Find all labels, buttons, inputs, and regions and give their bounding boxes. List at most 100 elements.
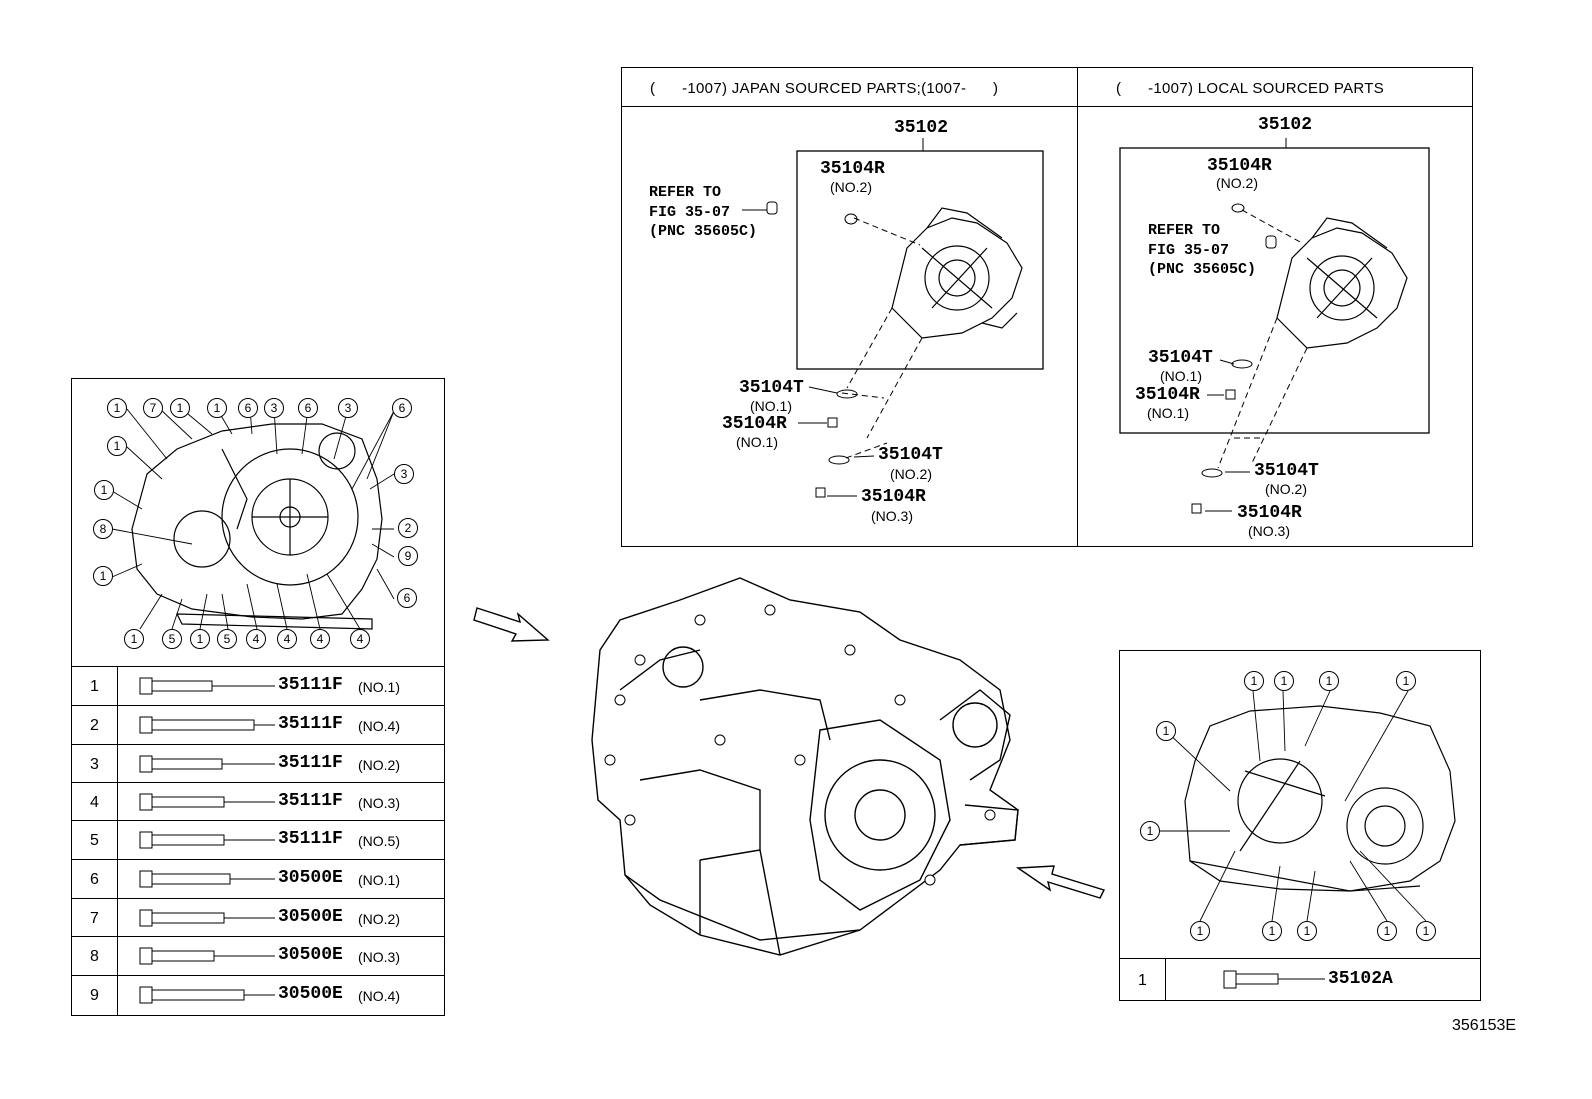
- callout-1: 1: [207, 398, 227, 418]
- part-number: 35111F: [278, 675, 343, 695]
- right-part-35104R-no2: 35104R: [1207, 156, 1272, 176]
- callout-1: 1: [190, 629, 210, 649]
- callout-1: 1: [1190, 921, 1210, 941]
- row-number: 7: [90, 910, 99, 927]
- part-sub: (NO.1): [358, 872, 400, 888]
- left-refer-line2: FIG 35-07: [649, 204, 731, 221]
- callout-1: 1: [1156, 721, 1176, 741]
- callout-4: 4: [310, 629, 330, 649]
- callout-1: 1: [1416, 921, 1436, 941]
- top-panel-header-divider: [622, 106, 1472, 107]
- part-number: 35111F: [278, 714, 343, 734]
- part-number: 30500E: [278, 984, 343, 1004]
- bolt-row: 5 35111F (NO.5): [72, 820, 444, 859]
- top-parts-panel: ( -1007) JAPAN SOURCED PARTS;(1007- ) ( …: [621, 67, 1473, 547]
- callout-1: 1: [1297, 921, 1317, 941]
- figure-id: 356153E: [1452, 1017, 1517, 1034]
- part-sub: (NO.5): [358, 833, 400, 849]
- left-part-35104T-no2: 35104T: [878, 445, 943, 465]
- top-panel-column-divider: [1077, 68, 1078, 546]
- bolt-icon: [139, 755, 275, 773]
- right-part-35104R-no2-sub: (NO.2): [1216, 175, 1258, 191]
- left-assembly-label: 35102: [894, 118, 949, 138]
- bolt-row: 4 35111F (NO.3): [72, 782, 444, 820]
- callout-3: 3: [264, 398, 284, 418]
- left-part-35104T-no1: 35104T: [739, 378, 804, 398]
- callout-5: 5: [162, 629, 182, 649]
- left-bolt-panel: 1 7 1 1 6 3 6 3 6 1 1 8 1 3 2 9 6 1 5 1 …: [71, 378, 445, 1016]
- callout-1: 1: [94, 480, 114, 500]
- callout-1: 1: [124, 629, 144, 649]
- bolt-icon: [139, 870, 275, 888]
- left-part-35104T-no2-sub: (NO.2): [890, 466, 932, 482]
- right-refer-line2: FIG 35-07: [1148, 242, 1230, 259]
- callout-1: 1: [1377, 921, 1397, 941]
- callout-6: 6: [298, 398, 318, 418]
- local-sourced-header: ( -1007) LOCAL SOURCED PARTS: [1116, 80, 1385, 97]
- part-sub: (NO.4): [358, 718, 400, 734]
- callout-1: 1: [107, 436, 127, 456]
- left-part-35104R-no3-sub: (NO.3): [871, 508, 913, 524]
- callout-8: 8: [93, 519, 113, 539]
- callout-3: 3: [338, 398, 358, 418]
- part-number: 30500E: [278, 945, 343, 965]
- part-sub: (NO.3): [358, 949, 400, 965]
- bolt-icon: [1223, 970, 1325, 989]
- top-panel-drawing: [742, 138, 1430, 514]
- bolt-icon: [139, 986, 275, 1004]
- part-number: 30500E: [278, 907, 343, 927]
- right-part-35104T-no1: 35104T: [1148, 348, 1213, 368]
- bolt-icon: [139, 831, 275, 849]
- left-refer-line3: (PNC 35605C): [649, 223, 758, 240]
- left-refer-line1: REFER TO: [649, 184, 722, 201]
- right-part-35104R-no3-sub: (NO.3): [1248, 523, 1290, 539]
- callout-7: 7: [143, 398, 163, 418]
- callout-1: 1: [170, 398, 190, 418]
- callout-6: 6: [392, 398, 412, 418]
- callout-1: 1: [1140, 821, 1160, 841]
- japan-sourced-header: ( -1007) JAPAN SOURCED PARTS;(1007- ): [650, 80, 999, 97]
- right-refer-line3: (PNC 35605C): [1148, 261, 1257, 278]
- callout-1: 1: [1262, 921, 1282, 941]
- bolt-icon: [139, 677, 275, 695]
- right-part-35104R-no1-sub: (NO.1): [1147, 405, 1189, 421]
- part-number: 35111F: [278, 829, 343, 849]
- right-bolt-panel: 1 1 1 1 1 1 1 1 1 1 1 1 1 35102A: [1119, 650, 1481, 1001]
- bolt-row: 8 30500E (NO.3): [72, 936, 444, 975]
- bolt-row: 2 35111F (NO.4): [72, 705, 444, 744]
- part-number: 35102A: [1328, 969, 1393, 989]
- part-number: 35111F: [278, 791, 343, 811]
- right-refer-line1: REFER TO: [1148, 222, 1221, 239]
- part-number: 30500E: [278, 868, 343, 888]
- left-part-35104R-no1: 35104R: [722, 414, 787, 434]
- callout-1: 1: [1319, 671, 1339, 691]
- callout-6: 6: [238, 398, 258, 418]
- row-number: 3: [90, 756, 99, 773]
- bolt-icon: [139, 909, 275, 927]
- callout-1: 1: [107, 398, 127, 418]
- callout-1: 1: [1274, 671, 1294, 691]
- bolt-row: 1 35111F (NO.1): [72, 666, 444, 705]
- row-number: 6: [90, 871, 99, 888]
- right-part-35104R-no1: 35104R: [1135, 385, 1200, 405]
- bolt-row: 3 35111F (NO.2): [72, 744, 444, 782]
- bolt-icon: [139, 793, 275, 811]
- left-part-35104R-no2-sub: (NO.2): [830, 179, 872, 195]
- row-number: 8: [90, 948, 99, 965]
- left-part-35104T-no1-sub: (NO.1): [750, 398, 792, 414]
- callout-9: 9: [398, 546, 418, 566]
- bolt-icon: [139, 716, 275, 734]
- right-part-35104T-no1-sub: (NO.1): [1160, 368, 1202, 384]
- callout-5: 5: [217, 629, 237, 649]
- callout-1: 1: [93, 566, 113, 586]
- callout-6: 6: [397, 588, 417, 608]
- part-sub: (NO.3): [358, 795, 400, 811]
- bolt-icon: [139, 947, 275, 965]
- right-assembly-label: 35102: [1258, 115, 1313, 135]
- bolt-row: 1 35102A: [1120, 958, 1480, 1001]
- callout-4: 4: [350, 629, 370, 649]
- right-part-35104T-no2-sub: (NO.2): [1265, 481, 1307, 497]
- left-part-35104R-no1-sub: (NO.1): [736, 434, 778, 450]
- row-number: 2: [90, 717, 99, 734]
- part-sub: (NO.2): [358, 911, 400, 927]
